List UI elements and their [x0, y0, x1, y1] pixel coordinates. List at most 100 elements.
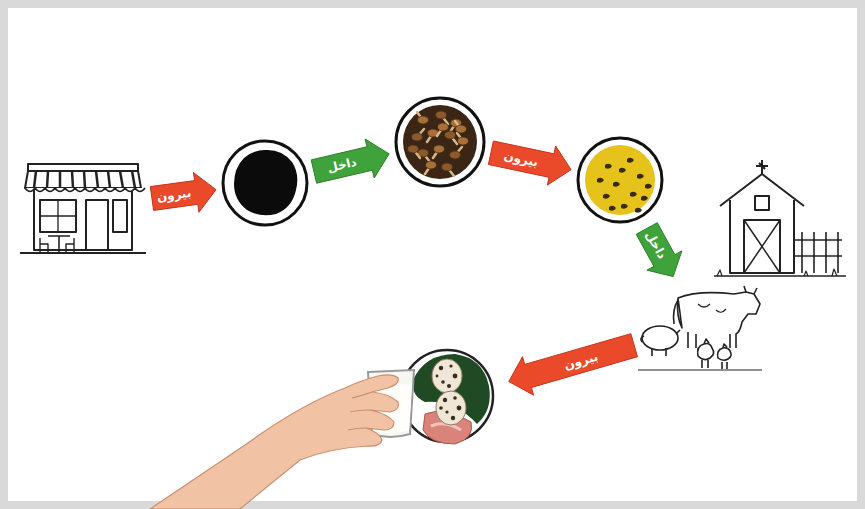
mushroom-plate-part — [403, 105, 477, 179]
farm-animals-part-part — [722, 362, 727, 369]
farm-animals-part-part — [702, 360, 708, 368]
food-plate-part-part — [457, 406, 462, 411]
farm-animals-part-part — [674, 300, 679, 324]
mushroom-plate-part — [426, 161, 437, 169]
mushroom-plate-part — [412, 133, 423, 141]
food-plate-part-part — [453, 396, 457, 400]
spent-substrate-plate-part — [630, 192, 637, 197]
shop-illustration-part-part — [25, 171, 141, 188]
food-plate-part — [431, 424, 461, 430]
flow-arrow — [636, 223, 682, 277]
food-plate-part — [436, 364, 462, 420]
barn-lines-part — [756, 160, 768, 174]
farm-animals-part-part — [698, 304, 726, 312]
spent-substrate-plate — [575, 135, 665, 225]
barn-lines-part — [744, 220, 780, 273]
flow-arrow — [311, 139, 389, 183]
food-plate-part-part — [439, 366, 443, 370]
mushroom-plate-part — [418, 116, 429, 124]
arrow-label: بیرون — [563, 350, 600, 371]
food-plate-part-part — [445, 410, 448, 413]
shop-illustration-part-part — [20, 252, 146, 254]
spent-substrate-plate-part — [637, 174, 644, 179]
farm-animals-part-part — [641, 330, 680, 356]
spent-substrate-plate-part — [621, 204, 628, 209]
barn-lines-part — [755, 196, 769, 210]
hand — [150, 375, 398, 509]
spent-substrate-plate-part — [585, 145, 655, 215]
coffee-grounds-plate-part — [234, 150, 297, 215]
farm-animals-part-part — [638, 369, 762, 370]
spent-substrate-plate-part — [578, 138, 662, 222]
food-plate-part-part — [443, 398, 447, 402]
substrate-node — [575, 135, 665, 225]
flow-arrow — [150, 173, 216, 213]
mushroom-plate-part — [436, 111, 447, 119]
coffee-grounds-plate-part — [223, 141, 307, 225]
flow-arrow — [488, 141, 571, 185]
spent-substrate-plate-part — [635, 208, 642, 213]
flow-arrow — [509, 334, 638, 396]
spent-substrate-plate-part — [627, 158, 634, 163]
shop-illustration-part-part — [40, 200, 76, 232]
arrow-label: بیرون — [503, 150, 539, 169]
barn-lines-part — [794, 232, 842, 273]
milk — [370, 384, 412, 433]
mushroom-plate-part — [438, 123, 449, 131]
farm-animals-part-part — [744, 286, 757, 294]
farm-animals-part — [638, 286, 762, 370]
coffee-grounds-plate — [220, 138, 310, 228]
mushroom-plate-part — [434, 145, 445, 153]
farm-animals-part-part — [718, 344, 732, 360]
spent-substrate-plate-part — [603, 194, 610, 199]
farm-animals-part-part — [678, 292, 761, 348]
food-plate — [385, 340, 505, 460]
food-plate-part-part — [453, 374, 458, 379]
food-plate-part-part — [451, 416, 455, 420]
barn-illustration — [712, 158, 847, 283]
shop-illustration-part-part — [28, 164, 138, 171]
barn-lines-part — [714, 275, 846, 276]
mushroom-plate-part — [408, 145, 419, 153]
animals-node — [638, 280, 763, 372]
mushroom-plate-part — [456, 125, 467, 133]
spent-substrate-plate-part — [609, 206, 616, 211]
arrow-label: داخل — [326, 156, 358, 174]
food-plate-part — [432, 359, 462, 393]
shop-illustration-part-part — [34, 188, 132, 250]
shop-illustration-part-part — [25, 188, 145, 192]
finger-lines — [348, 392, 372, 430]
mushroom-plate-part — [396, 98, 484, 186]
shop-illustration-part-part — [40, 238, 74, 253]
mushroom-plate-part — [458, 137, 469, 145]
spent-substrate-plate-part — [605, 164, 612, 169]
barn-lines-part — [717, 269, 837, 276]
barn-lines — [714, 160, 846, 276]
arrow-label: داخل — [643, 229, 668, 261]
food-plate-part-part — [449, 364, 452, 367]
spent-substrate-plate-part — [613, 182, 620, 187]
food-plate-part-part — [441, 380, 445, 384]
arrow-label: بیرون — [156, 187, 192, 204]
food-plate-part — [436, 391, 466, 425]
spent-substrate-plate-part — [641, 196, 648, 201]
spent-substrate-plate-part — [619, 168, 626, 173]
mushroom-plate-part — [445, 131, 456, 139]
shop-node — [18, 158, 148, 258]
shop-illustration-part-part — [34, 171, 135, 188]
shop-illustration-part-part — [40, 200, 76, 232]
spent-substrate-plate-part — [645, 184, 652, 189]
farm-animals-part-part — [698, 339, 714, 360]
mushroom-plate-part — [450, 151, 461, 159]
milk-glass — [368, 370, 414, 437]
shop-illustration-part — [20, 164, 146, 253]
farm-animals — [638, 280, 763, 372]
food-plate-part-part — [439, 406, 443, 410]
farm-animals-part-part — [642, 326, 678, 350]
barn-lines-part — [744, 220, 780, 273]
